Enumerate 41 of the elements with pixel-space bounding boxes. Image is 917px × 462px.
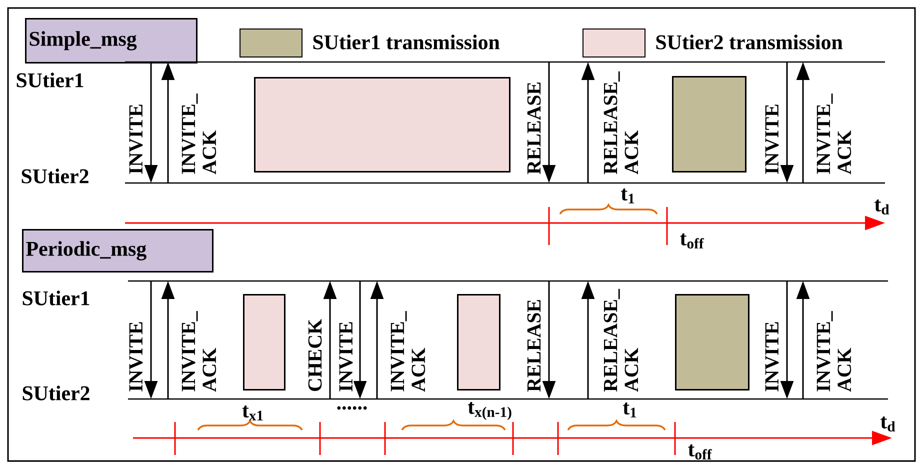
transmission-box (243, 294, 286, 390)
lifeline (124, 182, 886, 184)
edge-label: INVITE_ ACK (390, 287, 426, 393)
transmission-box (675, 294, 750, 390)
text-label: t$_{x(n-1)}$ (468, 402, 512, 420)
edge-label: INVITE (128, 287, 144, 393)
edge-label: RELEASE_ ACK (602, 70, 640, 176)
text-label: SUtier1 (22, 290, 90, 306)
text-label: SUtier2 (22, 386, 90, 400)
edge-label: INVITE_ ACK (180, 70, 218, 176)
text-label: ...... (337, 406, 367, 410)
edge-label: INVITE (764, 287, 780, 393)
text-label: t$_{off}$ (688, 444, 712, 460)
lifeline (127, 280, 889, 282)
text-label: t$_{x1}$ (242, 406, 263, 420)
text-label: t$_{1}$ (620, 188, 634, 204)
transmission-box (254, 77, 510, 172)
text-label: SUtier2 (22, 168, 88, 184)
edge-label: CHECK (307, 287, 323, 393)
text-label: t$_{1}$ (622, 402, 636, 418)
legend-text: SUtier1 transmission (313, 34, 500, 50)
transmission-box (457, 294, 500, 390)
edge-label: RELEASE (526, 70, 542, 176)
edge-label: INVITE (128, 70, 144, 176)
lifeline (127, 398, 889, 400)
lifeline (124, 61, 886, 63)
edge-label: INVITE (764, 70, 780, 176)
edge-label: INVITE (338, 287, 354, 393)
text-label: SUtier1 (16, 72, 84, 88)
text-label: t$_{d}$ (874, 199, 890, 214)
edge-label: RELEASE (526, 287, 542, 393)
section-title-box: Simple_msg (25, 18, 198, 64)
edge-label: INVITE_ ACK (816, 70, 852, 176)
transmission-box (672, 76, 746, 172)
text-label: t$_{d}$ (880, 416, 896, 432)
edge-label: INVITE_ ACK (180, 287, 218, 393)
legend-text: SUtier2 transmission (656, 34, 843, 50)
text-label: t$_{off}$ (680, 233, 704, 249)
section-title-box: Periodic_msg (22, 229, 214, 272)
edge-label: RELEASE_ ACK (602, 287, 640, 393)
edge-label: INVITE_ ACK (816, 287, 852, 393)
